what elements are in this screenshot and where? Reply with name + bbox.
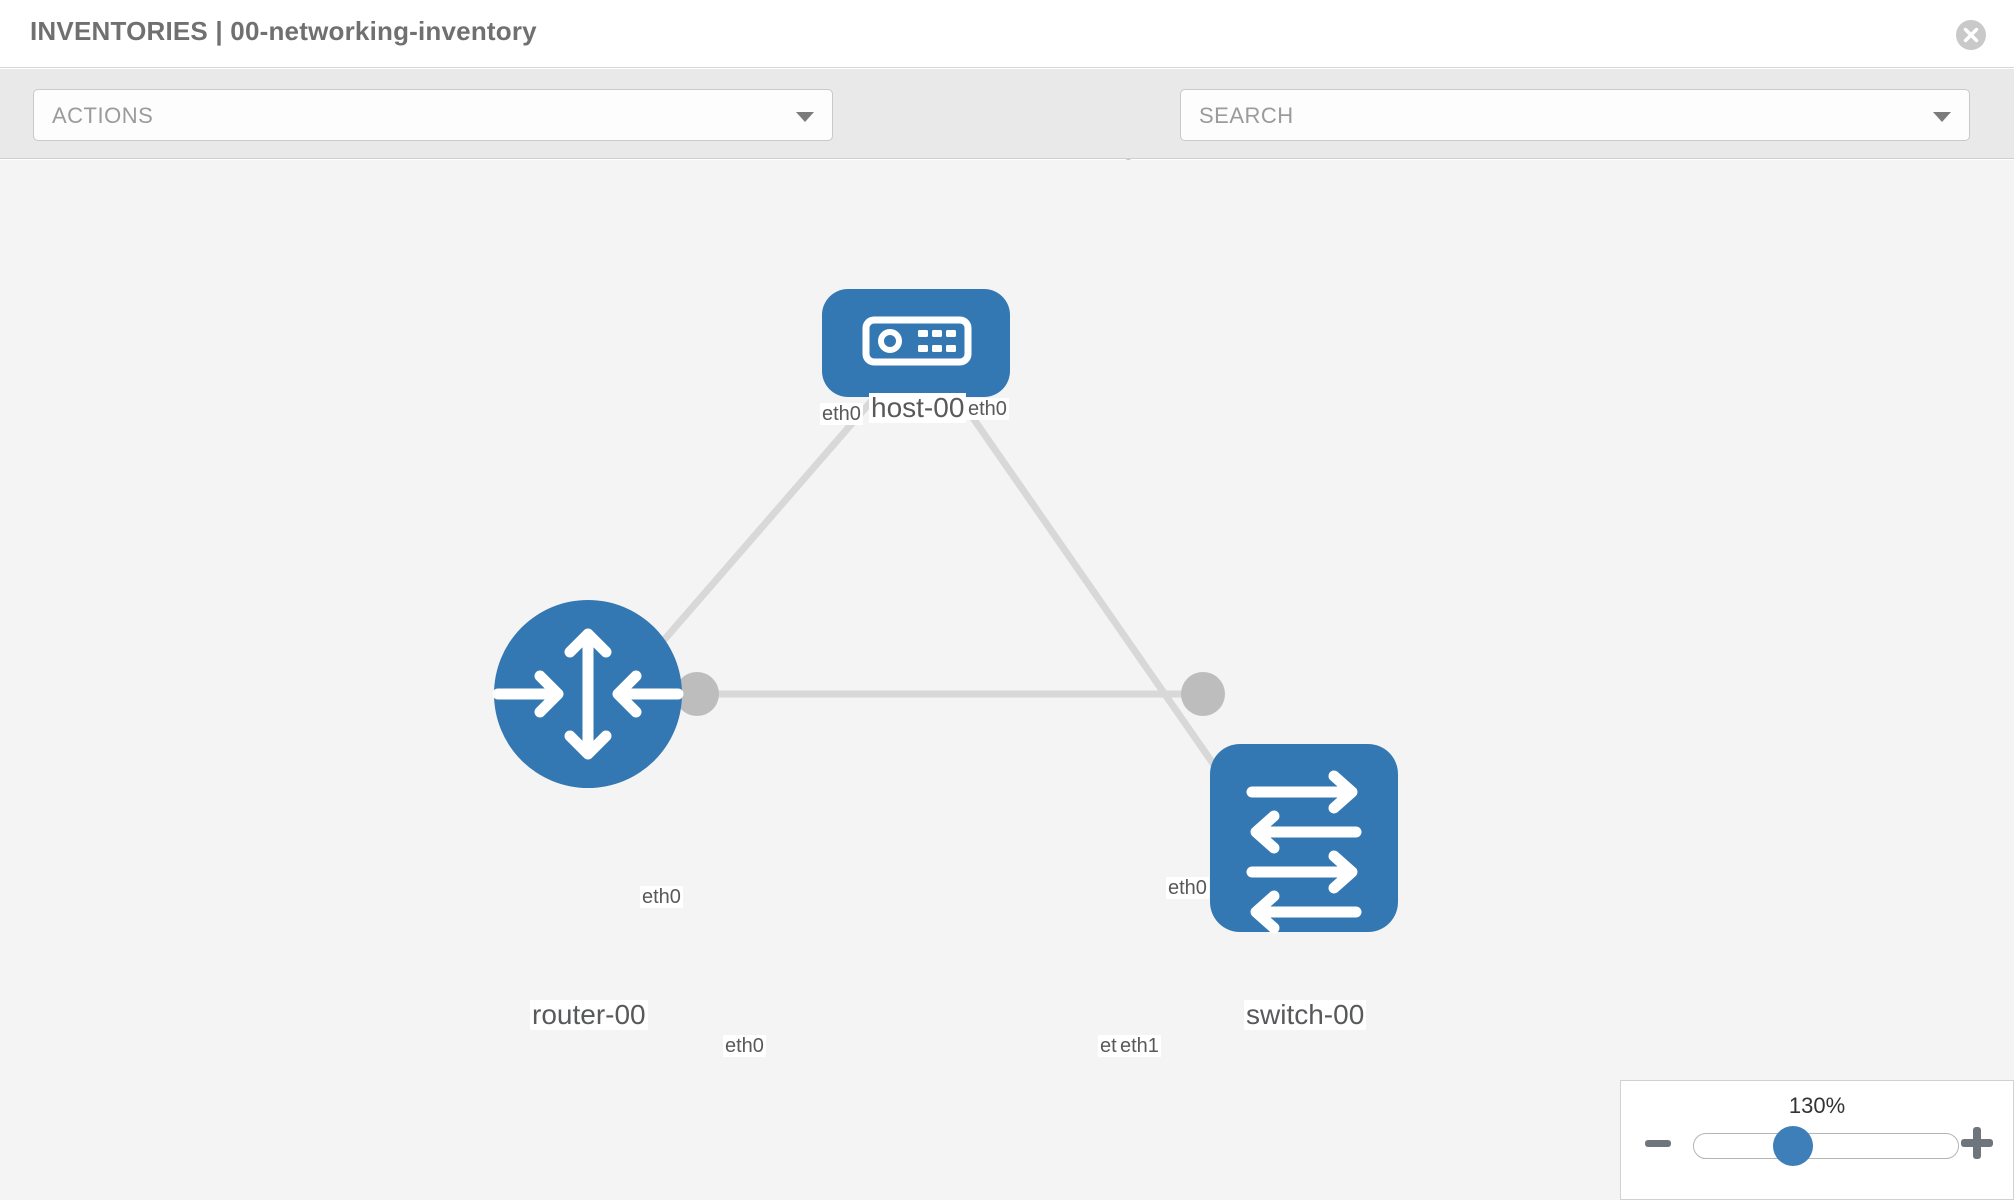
node-host-shape[interactable] [822,289,1010,397]
iface-label-switch-up: eth0 [1166,877,1209,899]
search-input[interactable]: SEARCH [1180,89,1970,141]
connector-switch-left[interactable] [1181,672,1225,716]
zoom-percent-label: 130% [1788,1093,1846,1118]
chevron-down-icon [796,112,814,122]
node-label-router: router-00 [530,999,648,1030]
actions-dropdown[interactable]: ACTIONS [33,89,833,141]
page-title: INVENTORIES | 00-networking-inventory [30,16,537,46]
node-router-00[interactable] [492,600,684,788]
node-switch-shape[interactable] [1210,744,1398,932]
node-switch-00[interactable] [1210,744,1398,934]
node-label-host: host-00 [869,392,967,423]
node-label-switch: switch-00 [1244,999,1367,1030]
topology-canvas[interactable]: eth0 host-00 eth0 eth0 eth0 eth0 eth eth… [0,160,2014,1200]
node-host-00[interactable] [822,289,1010,397]
page-header: INVENTORIES | 00-networking-inventory [0,0,2014,68]
iface-label-router-up: eth0 [640,886,683,908]
close-icon[interactable] [1956,20,1986,50]
zoom-slider-thumb[interactable] [1773,1126,1813,1166]
zoom-control-panel: 130% [1620,1080,2014,1200]
iface-label-host-right: eth0 [966,398,1009,420]
iface-label-host-left: eth0 [820,403,863,425]
zoom-out-button[interactable] [1643,1129,1673,1159]
zoom-slider-track[interactable] [1693,1133,1959,1159]
topology-links [601,378,1234,792]
zoom-in-button[interactable] [1959,1125,1995,1161]
router-arrows-icon [492,628,684,760]
chevron-down-icon [1933,112,1951,122]
actions-dropdown-label: ACTIONS [52,103,154,128]
topology-toolbar: ACTIONS SEARC [0,69,2014,194]
server-device-icon [862,316,972,366]
link-host-switch[interactable] [944,378,1234,792]
connector-router-right[interactable] [675,672,719,716]
topology-graph [492,289,1398,934]
iface-label-switch-left: eth1 [1118,1035,1161,1057]
search-placeholder: SEARCH [1199,103,1294,128]
switch-arrows-icon [1246,770,1362,934]
topology-connectors [675,356,1257,810]
iface-label-router-right: eth0 [723,1035,766,1057]
